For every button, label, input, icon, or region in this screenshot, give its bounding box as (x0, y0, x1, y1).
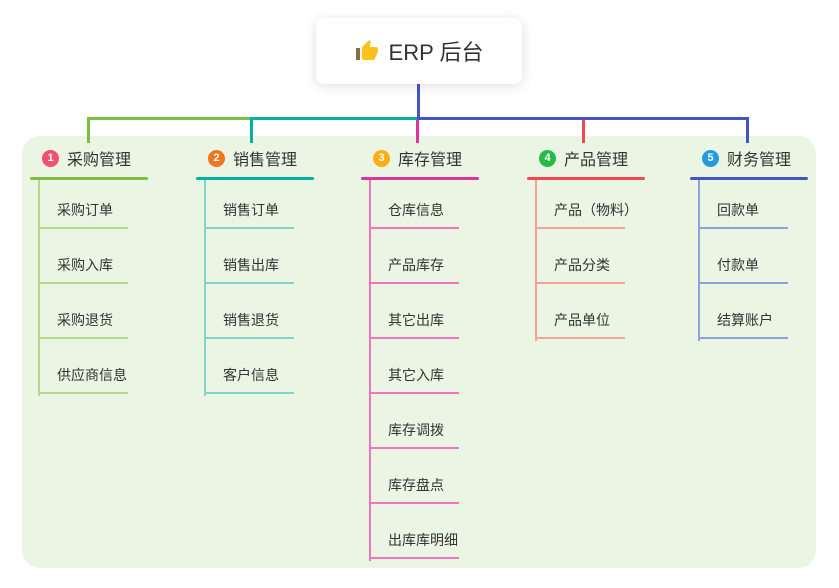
branch-column: 5 财务管理回款单付款单结算账户 (690, 146, 810, 341)
child-node[interactable]: 产品单位 (535, 290, 625, 339)
child-node-label: 采购入库 (57, 257, 113, 273)
branch-underline (196, 177, 314, 180)
child-node[interactable]: 付款单 (698, 235, 788, 284)
root-node[interactable]: ERP 后台 (316, 18, 522, 84)
child-node-label: 回款单 (717, 202, 759, 218)
child-node-label: 出库库明细 (388, 532, 458, 548)
child-node[interactable]: 产品库存 (369, 235, 459, 284)
child-node-label: 产品单位 (554, 312, 610, 328)
branch-header[interactable]: 2 销售管理 (196, 146, 316, 170)
branch-label: 财务管理 (727, 152, 792, 169)
branch-child-connector (698, 180, 700, 341)
branch-number-badge: 1 (42, 149, 59, 167)
child-node-label: 付款单 (717, 257, 759, 273)
child-node[interactable]: 产品分类 (535, 235, 625, 284)
child-node-label: 销售订单 (223, 202, 279, 218)
branch-column: 1 采购管理采购订单采购入库采购退货供应商信息 (30, 146, 150, 396)
branch-drop-line (250, 117, 253, 143)
child-node-label: 结算账户 (717, 312, 773, 328)
branch-number-badge: 2 (208, 149, 225, 167)
branch-child-connector (369, 180, 371, 561)
branch-number-badge: 5 (702, 149, 719, 167)
branch-column: 3 库存管理仓库信息产品库存其它出库其它入库库存调拨库存盘点出库库明细 (361, 146, 481, 561)
branch-column: 4 产品管理产品（物料） 产品分类产品单位 (527, 146, 647, 341)
branch-underline (361, 177, 479, 180)
bus-segment-line (417, 117, 749, 120)
child-node-label: 客户信息 (223, 367, 279, 383)
bus-segment-line (87, 117, 252, 120)
child-node-label: 销售出库 (223, 257, 279, 273)
branch-drop-line (582, 120, 585, 143)
branch-header[interactable]: 1 采购管理 (30, 146, 150, 170)
branch-child-connector (204, 180, 206, 396)
branch-header[interactable]: 4 产品管理 (527, 146, 647, 170)
branch-drop-line (416, 120, 419, 143)
child-node-label: 其它入库 (388, 367, 444, 383)
root-stem-line (417, 84, 420, 118)
branch-label: 库存管理 (398, 152, 463, 169)
child-node-label: 供应商信息 (57, 367, 127, 383)
branch-drop-line (746, 117, 749, 143)
branch-underline (527, 177, 645, 180)
child-node[interactable]: 采购入库 (38, 235, 128, 284)
child-node-label: 销售退货 (223, 312, 279, 328)
child-node[interactable]: 回款单 (698, 180, 788, 229)
branch-child-connector (38, 180, 40, 396)
child-node-label: 产品（物料） (554, 202, 638, 218)
child-node[interactable]: 结算账户 (698, 290, 788, 339)
child-node-label: 其它出库 (388, 312, 444, 328)
child-node[interactable]: 其它出库 (369, 290, 459, 339)
bus-segment-line (250, 117, 418, 120)
child-node[interactable]: 产品（物料） (535, 180, 638, 229)
branches-panel (22, 136, 816, 568)
branch-number-badge: 4 (539, 149, 556, 167)
child-node-label: 采购退货 (57, 312, 113, 328)
branch-number-badge: 3 (373, 149, 390, 167)
child-node[interactable]: 出库库明细 (369, 510, 459, 559)
child-node-label: 产品分类 (554, 257, 610, 273)
branch-label: 销售管理 (233, 152, 298, 169)
branch-underline (30, 177, 148, 180)
child-node-label: 库存盘点 (388, 477, 444, 493)
child-node[interactable]: 仓库信息 (369, 180, 459, 229)
branch-header[interactable]: 5 财务管理 (690, 146, 810, 170)
root-node-label: ERP 后台 (388, 40, 484, 65)
child-node-label: 库存调拨 (388, 422, 444, 438)
child-node[interactable]: 销售订单 (204, 180, 294, 229)
branch-column: 2 销售管理销售订单销售出库销售退货客户信息 (196, 146, 316, 396)
branch-drop-line (87, 117, 90, 143)
child-node[interactable]: 其它入库 (369, 345, 459, 394)
child-node[interactable]: 采购订单 (38, 180, 128, 229)
child-node[interactable]: 库存调拨 (369, 400, 459, 449)
branch-child-connector (535, 180, 537, 341)
branch-label: 采购管理 (67, 152, 132, 169)
child-node[interactable]: 客户信息 (204, 345, 294, 394)
child-node[interactable]: 销售退货 (204, 290, 294, 339)
branch-label: 产品管理 (564, 152, 629, 169)
child-node[interactable]: 供应商信息 (38, 345, 128, 394)
branch-header[interactable]: 3 库存管理 (361, 146, 481, 170)
child-node[interactable]: 销售出库 (204, 235, 294, 284)
child-node-label: 采购订单 (57, 202, 113, 218)
child-node-label: 产品库存 (388, 257, 444, 273)
child-node-label: 仓库信息 (388, 202, 444, 218)
branch-underline (690, 177, 808, 180)
child-node[interactable]: 采购退货 (38, 290, 128, 339)
child-node[interactable]: 库存盘点 (369, 455, 459, 504)
thumbs-up-icon (355, 40, 378, 60)
